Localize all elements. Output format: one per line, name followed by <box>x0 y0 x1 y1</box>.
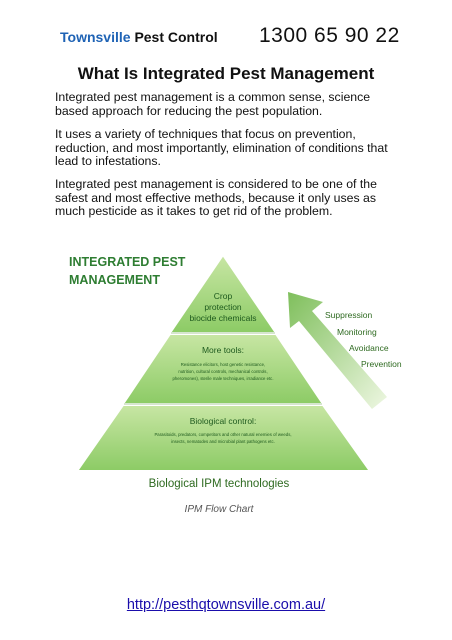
tier-bottom-title: Biological control: <box>190 416 257 426</box>
tier-top-line1: Crop <box>214 291 233 301</box>
pyramid-base-label: Biological IPM technologies <box>149 478 290 490</box>
intro-paragraph: Integrated pest management is a common s… <box>55 90 371 118</box>
tier-top-line3: biocide chemicals <box>189 313 256 323</box>
step-monitoring: Monitoring <box>337 327 377 337</box>
up-arrow-icon <box>288 292 387 409</box>
techniques-paragraph: It uses a variety of techniques that foc… <box>55 127 388 168</box>
tier-top-line2: protection <box>204 302 242 312</box>
brand-name-part2: Pest Control <box>134 29 218 45</box>
tier-bottom-text-line2: insects, nematodes and microbial plant p… <box>171 439 275 444</box>
step-suppression: Suppression <box>325 310 373 320</box>
phone-number: 1300 65 90 22 <box>259 24 400 47</box>
pyramid-tier-bottom <box>75 404 372 472</box>
brand-name-part1: Townsville <box>60 29 131 45</box>
diagram-heading-line2: MANAGEMENT <box>69 273 160 287</box>
tier-middle-text-line2: nutrition, cultural controls, mechanical… <box>178 369 267 374</box>
tier-middle-text-line3: pheromones), sterile male techniques, ir… <box>172 376 273 381</box>
tier-middle-text-line1: Resistance elicitors, host genetic resis… <box>181 362 266 367</box>
tier-bottom-text-line1: Parasitoids, predators, competitors and … <box>154 432 291 437</box>
page-title: What Is Integrated Pest Management <box>77 64 375 83</box>
safety-paragraph: Integrated pest management is considered… <box>55 177 377 218</box>
website-link[interactable]: http://pesthqtownsville.com.au/ <box>126 597 326 613</box>
step-avoidance: Avoidance <box>349 343 389 353</box>
step-prevention: Prevention <box>361 359 402 369</box>
figure-caption: IPM Flow Chart <box>185 504 255 515</box>
tier-middle-title: More tools: <box>202 345 244 355</box>
brand-logo: Townsville Pest Control <box>60 29 218 45</box>
diagram-heading-line1: INTEGRATED PEST <box>69 255 186 269</box>
